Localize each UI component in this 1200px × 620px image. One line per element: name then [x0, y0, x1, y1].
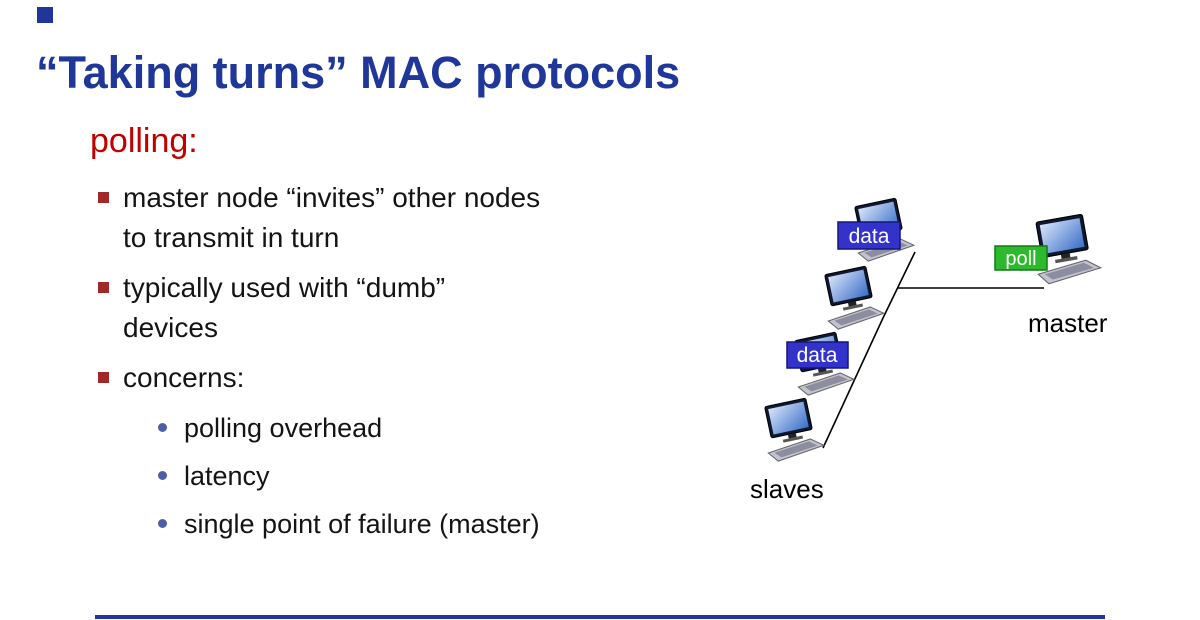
polling-diagram: data data poll master slaves — [750, 195, 1108, 504]
page-title: “Taking turns” MAC protocols — [36, 47, 681, 99]
poll-label-box — [994, 245, 1048, 271]
data-label-box — [837, 221, 901, 250]
bullet-square-icon — [98, 192, 109, 203]
bullet-text: latency — [184, 456, 270, 496]
bullet-dot-icon — [158, 423, 167, 432]
bullet-text-line: to transmit in turn — [123, 222, 340, 253]
bullet-list: master node “invites” other nodes to tran… — [98, 178, 708, 552]
bullet-text: concerns: — [123, 358, 244, 398]
bullet-text-line: single point of failure (master) — [184, 509, 540, 539]
footer-accent-bar — [95, 615, 1105, 619]
bullet-item: typically used with “dumb” devices — [98, 268, 708, 348]
bullet-text-line: master node “invites” other nodes — [123, 182, 541, 213]
bullet-dot-icon — [158, 519, 167, 528]
bullet-item: master node “invites” other nodes to tran… — [98, 178, 708, 258]
data-label-box — [786, 341, 849, 369]
bullet-text-line: devices — [123, 312, 218, 343]
bullet-text-line: latency — [184, 461, 270, 491]
data-label: data — [849, 225, 890, 248]
slide-corner-decoration — [37, 7, 53, 23]
slave-chain-line — [822, 251, 916, 449]
poll-label: poll — [1005, 248, 1036, 270]
bullet-text: master node “invites” other nodes to tran… — [123, 178, 540, 258]
bullet-dot-icon — [158, 471, 167, 480]
data-label: data — [797, 344, 838, 367]
bullet-text-line: typically used with “dumb” — [123, 272, 446, 303]
master-label: master — [1028, 308, 1108, 338]
section-heading: polling: — [90, 122, 198, 160]
slave-computer-icon — [818, 263, 886, 332]
bullet-text-line: concerns: — [123, 362, 245, 393]
slaves-label: slaves — [750, 474, 824, 504]
bullet-text: typically used with “dumb” devices — [123, 268, 445, 348]
bullet-text-line: polling overhead — [184, 413, 383, 443]
slave-computer-icon — [758, 395, 826, 464]
sub-bullet-item: polling overhead — [158, 408, 708, 448]
bullet-text: single point of failure (master) — [184, 504, 540, 544]
bullet-text: polling overhead — [184, 408, 382, 448]
sub-bullet-item: single point of failure (master) — [158, 504, 708, 544]
bullet-square-icon — [98, 282, 109, 293]
bullet-item: concerns: — [98, 358, 708, 398]
bullet-square-icon — [98, 372, 109, 383]
sub-bullet-item: latency — [158, 456, 708, 496]
